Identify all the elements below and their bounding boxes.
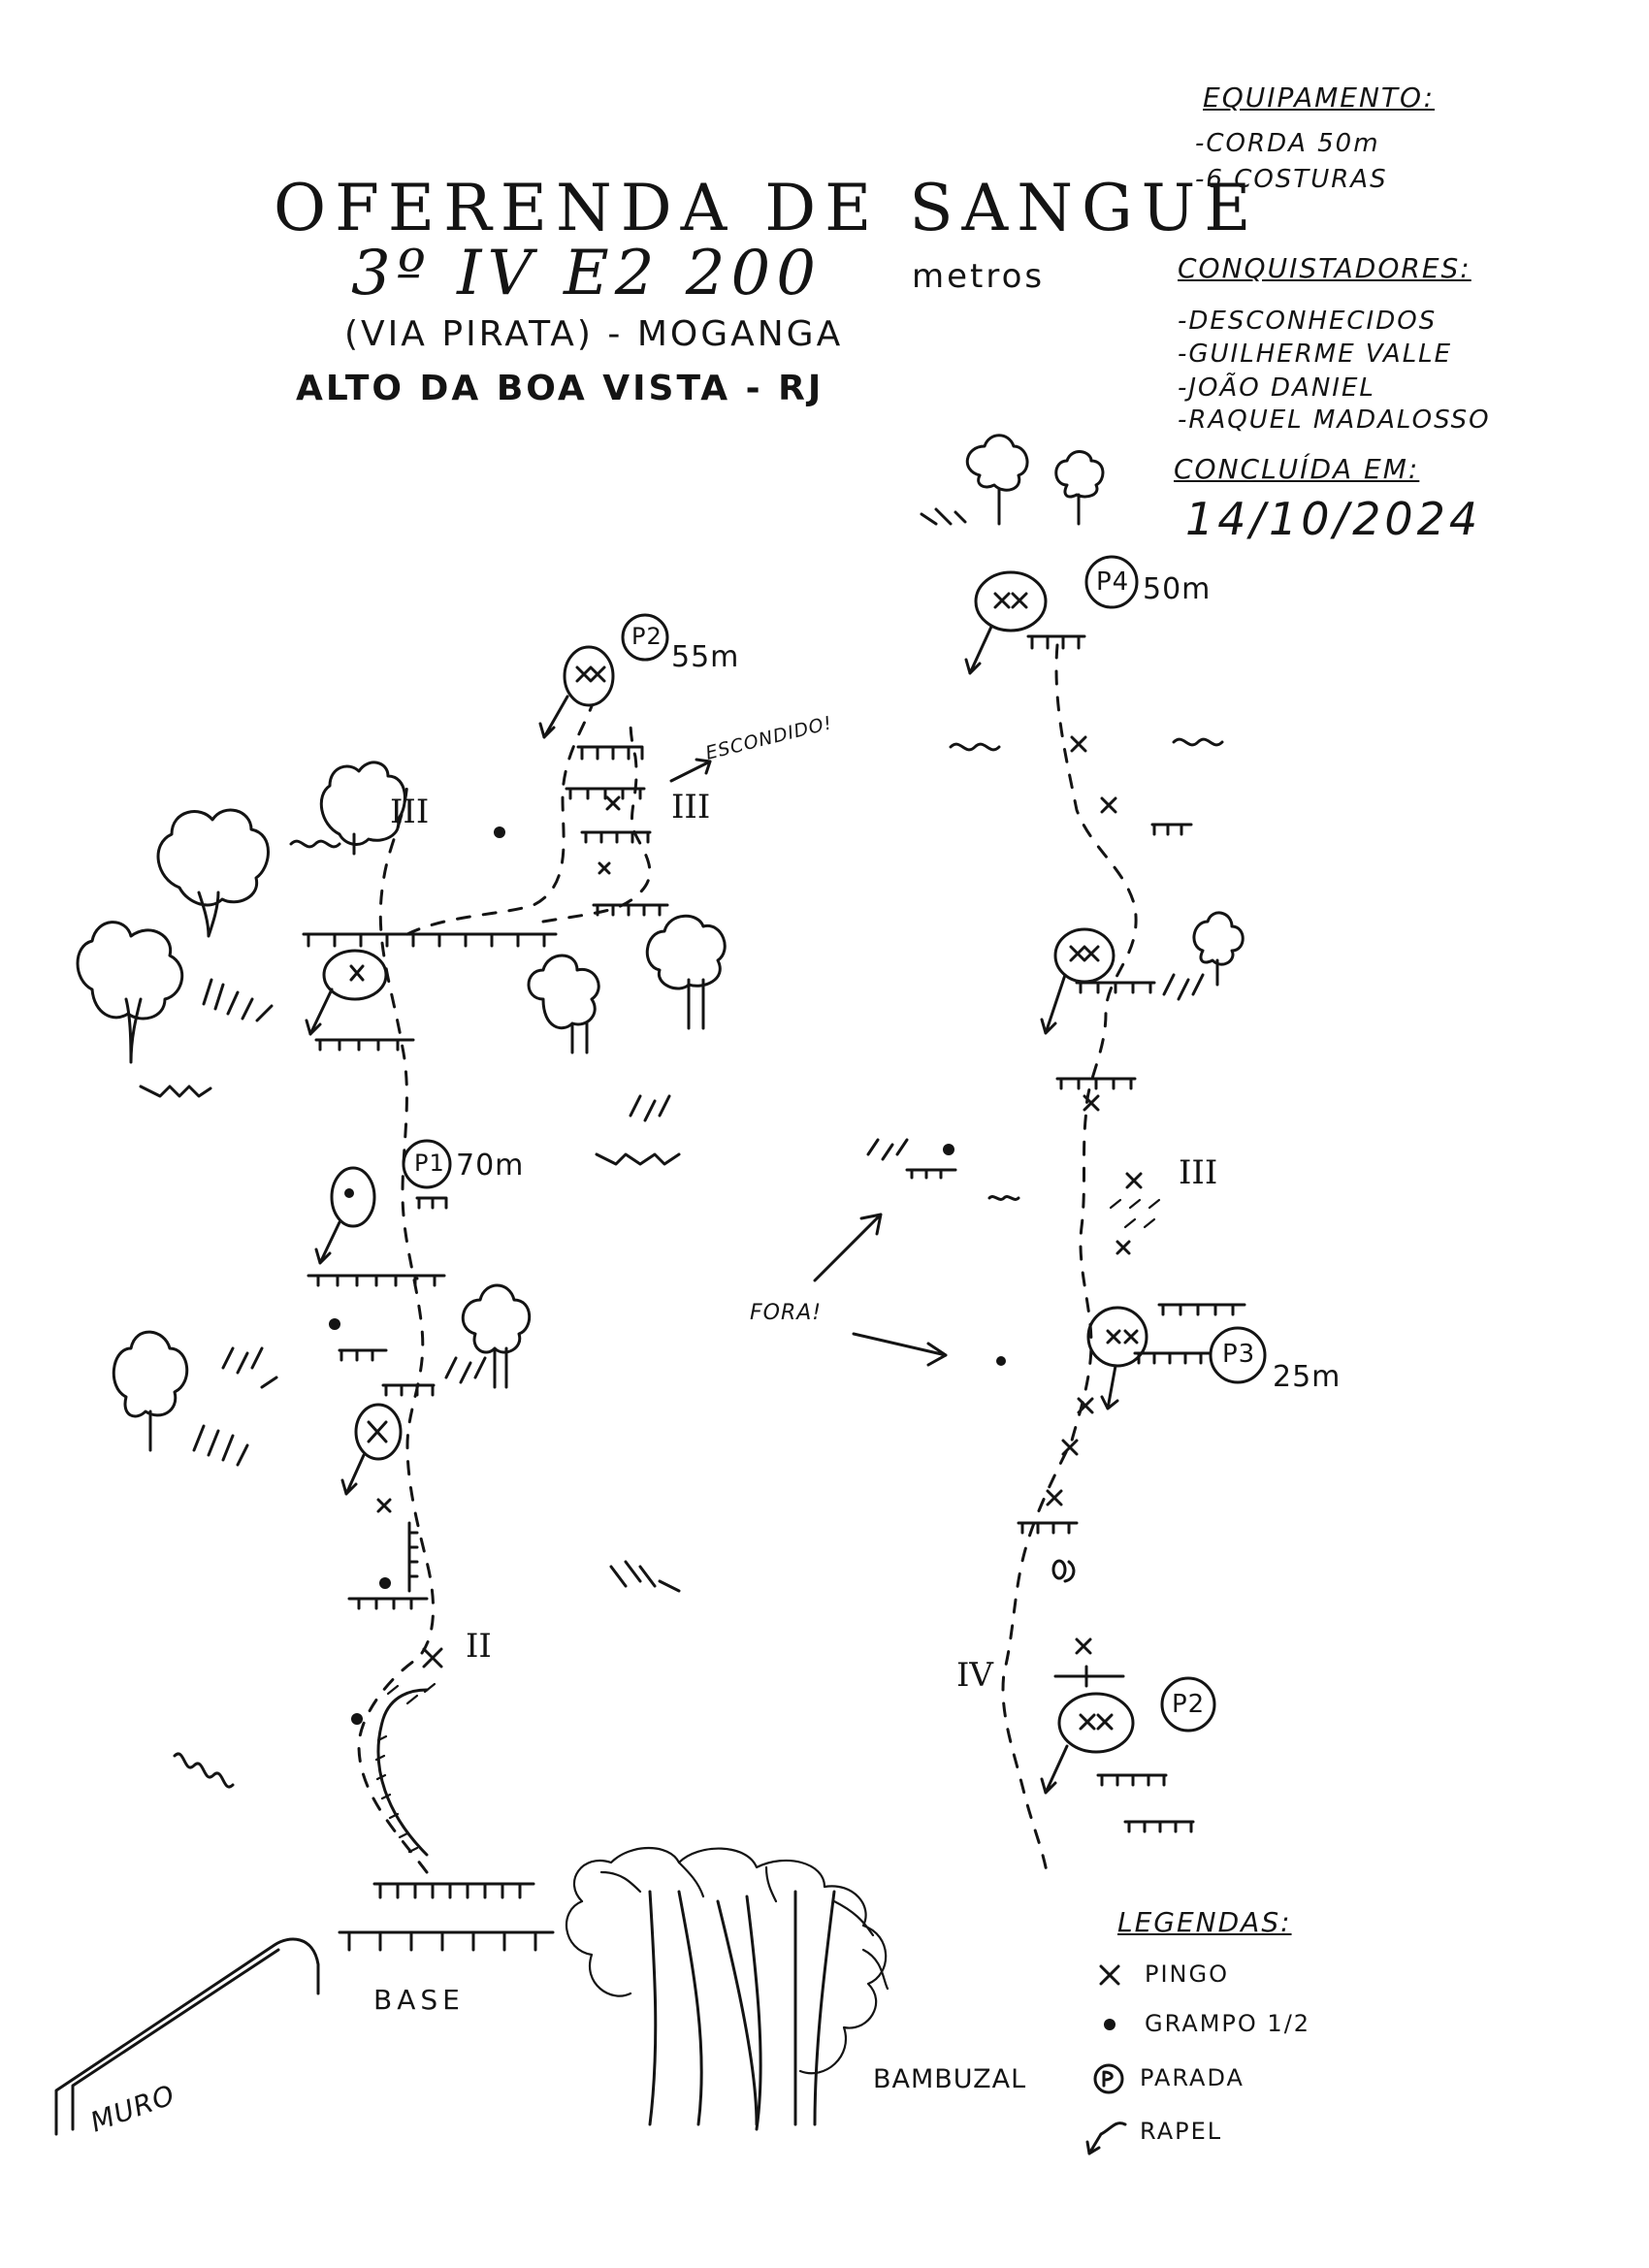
route-line-hidden xyxy=(541,716,652,923)
station-label-p3: P3 xyxy=(1222,1340,1256,1369)
anchor-p2-right xyxy=(1040,1676,1216,1795)
conquistadores-heading: CONQUISTADORES: xyxy=(1178,252,1471,284)
route-line-upper-left xyxy=(405,704,594,936)
anchor-upper-left xyxy=(305,949,388,1036)
base-label: BASE xyxy=(373,1984,465,2016)
wall xyxy=(54,1937,320,2136)
conquistador-item: -GUILHERME VALLE xyxy=(1178,340,1453,369)
legend-label-rapel: RAPEL xyxy=(1140,2118,1223,2145)
route-title: OFERENDA DE SANGUE xyxy=(274,171,1260,245)
pitch-grade: III xyxy=(1179,1153,1218,1192)
via-name: (VIA PIRATA) - MOGANGA xyxy=(344,314,844,354)
legend-symbols xyxy=(1085,1964,1127,2155)
pitch-grade: III xyxy=(671,788,711,826)
route-line-right xyxy=(1001,643,1138,1879)
legend-heading: LEGENDAS: xyxy=(1117,1906,1292,1938)
conquistador-item: -DESCONHECIDOS xyxy=(1178,307,1438,336)
tree-icons xyxy=(76,434,1245,1452)
note-fora: FORA! xyxy=(750,1301,823,1325)
concluida-date: 14/10/2024 xyxy=(1185,493,1482,545)
station-length-p3: 25m xyxy=(1273,1360,1342,1394)
concluida-heading: CONCLUÍDA EM: xyxy=(1174,453,1420,485)
station-length-p2-left: 55m xyxy=(671,640,740,674)
upper-left-ledges xyxy=(494,745,712,917)
conquistador-item: -RAQUEL MADALOSSO xyxy=(1178,405,1491,435)
base-ledge xyxy=(338,1882,555,1952)
station-label-p2-right: P2 xyxy=(1172,1690,1206,1719)
station-label-p4: P4 xyxy=(1096,567,1130,597)
anchor-p2-left xyxy=(538,613,669,739)
route-grade: 3º IV E2 200 xyxy=(351,238,822,309)
conquistador-item: -JOÃO DANIEL xyxy=(1178,373,1375,403)
station-label-p1: P1 xyxy=(414,1150,445,1177)
equipment-item: -CORDA 50m xyxy=(1195,129,1380,158)
location: ALTO DA BOA VISTA - RJ xyxy=(296,369,824,408)
legend-label-pingo: PINGO xyxy=(1145,1960,1229,1988)
pitch-grade: III xyxy=(390,793,430,831)
pitch-grade: II xyxy=(466,1627,492,1666)
anchor-p1 xyxy=(314,1139,452,1280)
grass-tufts xyxy=(139,507,1224,1789)
crack xyxy=(376,1688,429,1857)
station-label-p2-left: P2 xyxy=(631,623,663,650)
station-length-p1: 70m xyxy=(456,1149,525,1183)
legend-label-parada: PARADA xyxy=(1140,2064,1245,2091)
anchor-p4 xyxy=(964,555,1139,675)
crack-hatch xyxy=(374,1734,419,1854)
anchor-mid-right xyxy=(1040,927,1156,1035)
left-pitch-marks xyxy=(307,1196,448,1725)
equipment-heading: EQUIPAMENTO: xyxy=(1203,81,1436,113)
bamboo xyxy=(565,1846,889,2131)
legend-label-grampo: GRAMPO 1/2 xyxy=(1145,2010,1311,2037)
anchor-p3 xyxy=(1086,1306,1267,1410)
fora-arrows xyxy=(813,1144,1006,1367)
anchor-rappel-lower-left xyxy=(340,1403,403,1496)
pitch-grade: IV xyxy=(956,1656,993,1695)
grade-unit: metros xyxy=(912,257,1046,296)
right-pitch-marks xyxy=(1017,735,1246,1833)
station-length-p4: 50m xyxy=(1143,572,1212,606)
middle-ledge xyxy=(302,932,558,1052)
route-line-left xyxy=(357,774,435,1874)
bamboo-label: BAMBUZAL xyxy=(873,2064,1027,2094)
equipment-item: -6 COSTURAS xyxy=(1195,165,1388,194)
